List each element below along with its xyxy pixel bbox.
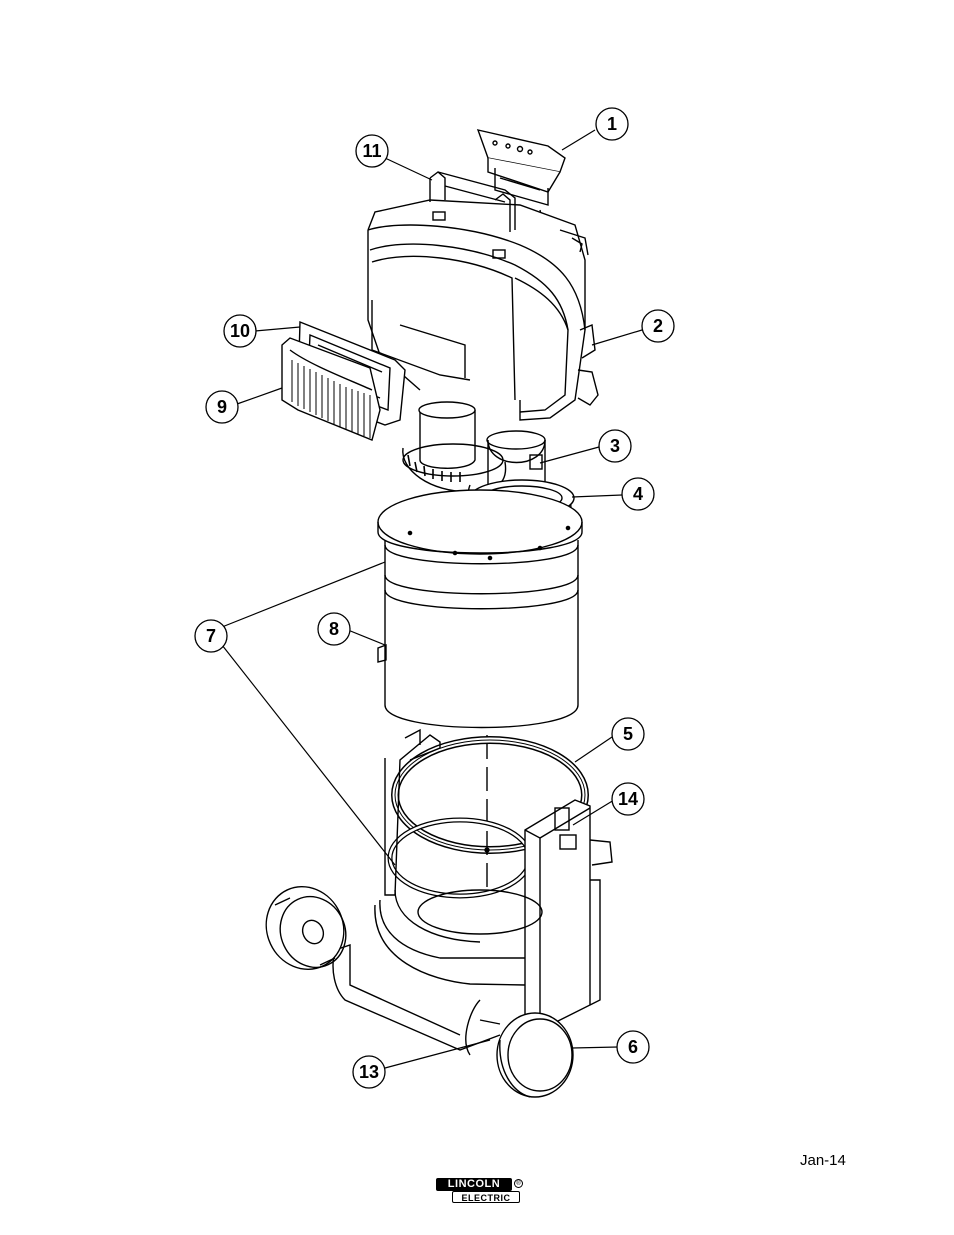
- svg-text:7: 7: [206, 626, 216, 646]
- callout-5: 5: [612, 718, 644, 750]
- callout-6: 6: [617, 1031, 649, 1063]
- revision-date: Jan-14: [800, 1152, 846, 1169]
- callout-9: 9: [206, 391, 238, 423]
- svg-text:2: 2: [653, 316, 663, 336]
- registered-mark: ®: [514, 1179, 523, 1188]
- callout-3: 3: [599, 430, 631, 462]
- svg-text:13: 13: [359, 1062, 379, 1082]
- svg-text:10: 10: [230, 321, 250, 341]
- svg-text:1: 1: [607, 114, 617, 134]
- callout-2: 2: [642, 310, 674, 342]
- cart-base-part: [253, 730, 612, 1097]
- svg-text:4: 4: [633, 484, 643, 504]
- callout-13: 13: [353, 1056, 385, 1088]
- callout-1: 1: [596, 108, 628, 140]
- canister-part: [378, 490, 582, 728]
- callout-8: 8: [318, 613, 350, 645]
- callout-4: 4: [622, 478, 654, 510]
- callout-11: 11: [356, 135, 388, 167]
- callout-7: 7: [195, 620, 227, 652]
- logo-line-1: LINCOLN: [436, 1178, 512, 1191]
- svg-text:11: 11: [362, 141, 381, 161]
- svg-text:3: 3: [610, 436, 620, 456]
- callout-10: 10: [224, 315, 256, 347]
- svg-text:6: 6: [628, 1037, 638, 1057]
- svg-text:8: 8: [329, 619, 339, 639]
- svg-text:14: 14: [618, 789, 638, 809]
- callout-14: 14: [612, 783, 644, 815]
- svg-text:5: 5: [623, 724, 633, 744]
- svg-text:9: 9: [217, 397, 227, 417]
- logo-line-2: ELECTRIC: [452, 1191, 520, 1203]
- lincoln-electric-logo: LINCOLN ® ELECTRIC: [436, 1178, 528, 1204]
